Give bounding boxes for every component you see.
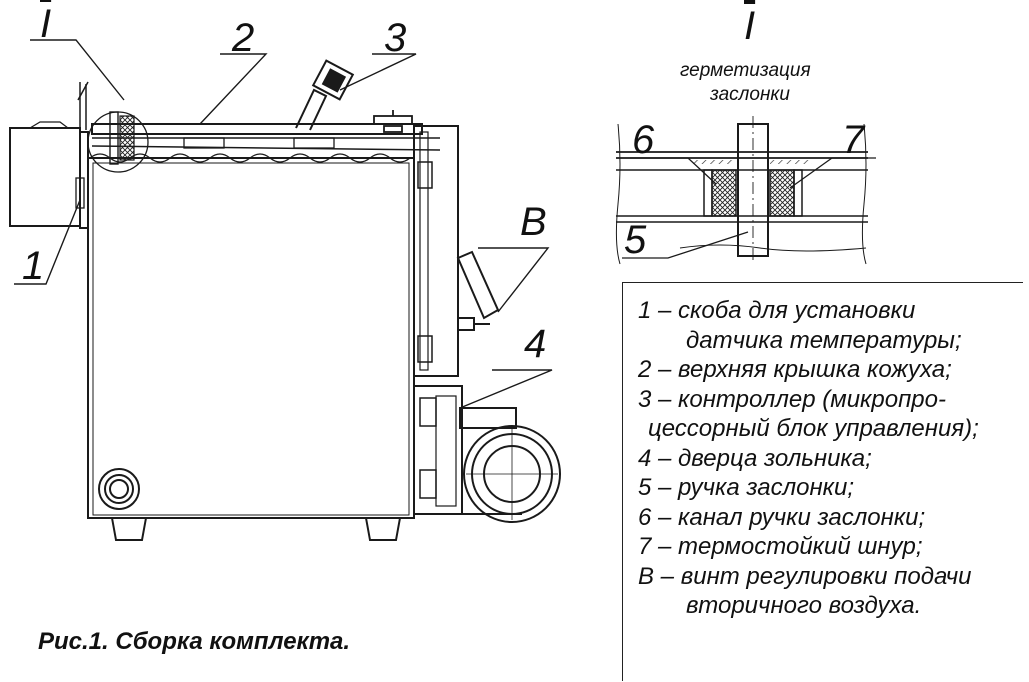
legend-item: 2 – верхняя крышка кожуха; (638, 356, 952, 383)
detail-title: I (744, 4, 756, 48)
callout-3: 3 (384, 16, 407, 60)
legend-item: 3 – контроллер (микропро- (638, 385, 946, 413)
controller-housing (9, 81, 89, 229)
callout-2: 2 (232, 16, 255, 60)
detail-subtitle-1: герметизация (680, 60, 811, 81)
legend-item: 6 – канал ручки заслонки; (638, 503, 926, 531)
detail-I-view (615, 116, 876, 265)
legend-item: 5 – ручка заслонки; (638, 474, 855, 501)
legend-item: вторичного воздуха. (686, 592, 922, 619)
figure-caption: Рис.1. Сборка комплекта. (38, 628, 351, 655)
callout-1: 1 (22, 244, 45, 288)
fan-unit (459, 407, 561, 523)
air-adjust-screw (456, 250, 500, 331)
boiler-body-outline (87, 123, 441, 541)
legend-item: 7 – термостойкий шнур; (638, 533, 923, 560)
legend-item: 1 – скоба для установки (638, 297, 916, 324)
legend-item: цессорный блок управления); (648, 415, 979, 442)
callout-5: 5 (624, 218, 647, 262)
callout-B: В (520, 200, 547, 244)
damper-handle (295, 59, 355, 131)
legend-item: В – винт регулировки подачи (638, 562, 972, 590)
leader-lines (14, 39, 553, 409)
detail-subtitle-2: заслонки (710, 84, 790, 105)
legend-item: датчика температуры; (686, 326, 962, 354)
seal-insert (119, 115, 135, 161)
legend-list: 1 – скоба для установки датчика температ… (638, 296, 979, 621)
callout-4: 4 (524, 322, 547, 366)
callout-detail-I: I (40, 2, 52, 46)
legend-item: 4 – дверца зольника; (638, 444, 872, 472)
callout-6: 6 (632, 118, 655, 162)
legend-frame (622, 282, 1023, 681)
front-doors (413, 125, 463, 515)
callout-7: 7 (842, 118, 865, 162)
